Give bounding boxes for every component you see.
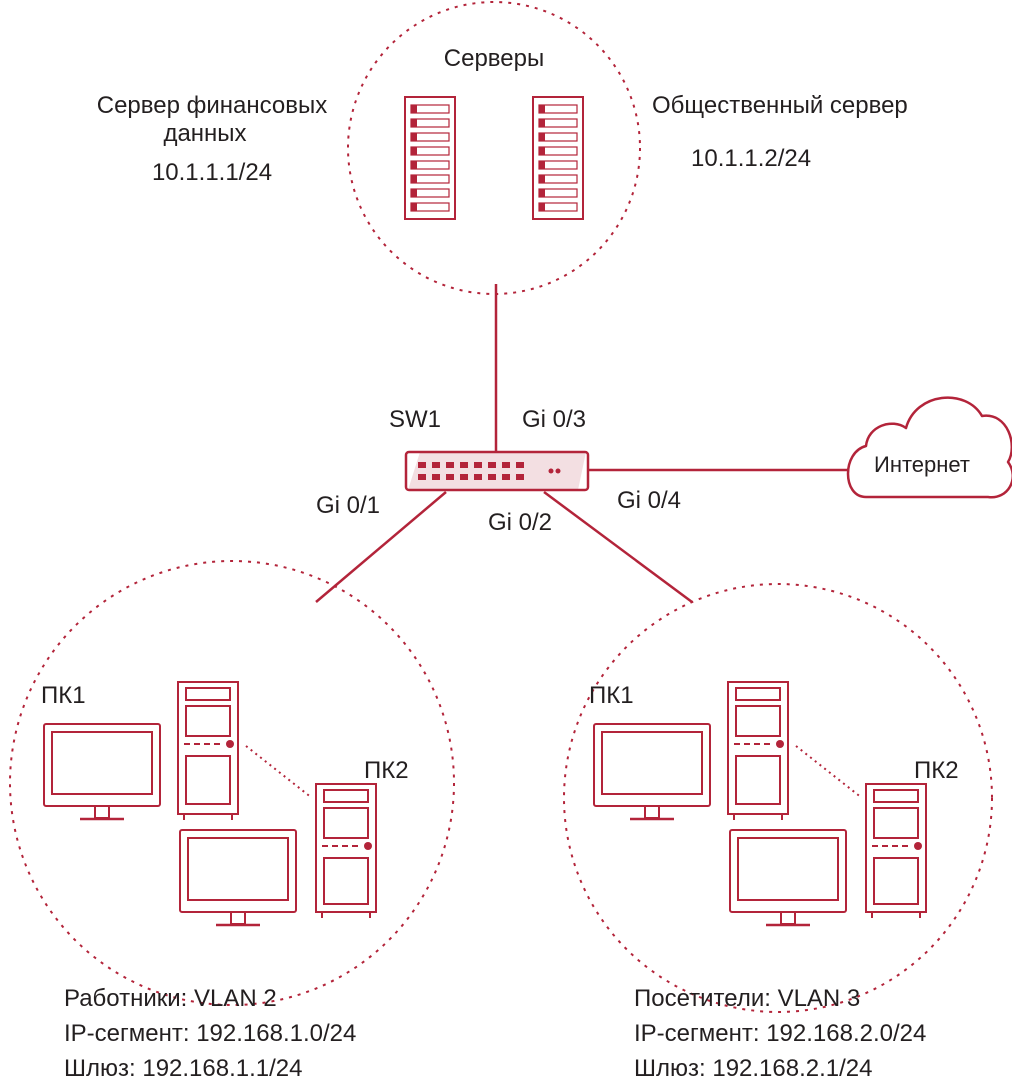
finance-server-name-line2: данных [163, 120, 246, 147]
workers-zone [9, 560, 455, 1006]
port-gi04-label: Gi 0/4 [617, 487, 681, 514]
visitors-pc1-tower-icon [727, 681, 789, 821]
switch-name: SW1 [389, 406, 441, 433]
workers-pc2-monitor-icon [178, 828, 298, 927]
servers-title: Серверы [444, 45, 544, 72]
servers-zone [347, 1, 641, 295]
workers-connector [245, 745, 313, 799]
visitors-pc1-label: ПК1 [589, 682, 634, 709]
visitors-pc2-tower-icon [865, 783, 927, 919]
visitors-connector [795, 745, 863, 799]
workers-pc2-label: ПК2 [364, 757, 409, 784]
visitors-pc2-label: ПК2 [914, 757, 959, 784]
workers-gateway: Шлюз: 192.168.1.1/24 [64, 1055, 303, 1082]
workers-vlan-name: Работники: VLAN 2 [64, 985, 277, 1012]
internet-label: Интернет [874, 452, 970, 477]
workers-pc1-monitor-icon [42, 722, 162, 821]
workers-pc1-tower-icon [177, 681, 239, 821]
public-server-name: Общественный сервер [652, 92, 908, 119]
finance-server-icon [404, 96, 456, 220]
public-server-ip: 10.1.1.2/24 [691, 145, 811, 172]
visitors-ip-segment: IP-сегмент: 192.168.2.0/24 [634, 1020, 926, 1047]
visitors-zone [563, 583, 993, 1013]
workers-ip-segment: IP-сегмент: 192.168.1.0/24 [64, 1020, 356, 1047]
workers-pc2-tower-icon [315, 783, 377, 919]
workers-pc1-label: ПК1 [41, 682, 86, 709]
visitors-vlan-name: Посетители: VLAN 3 [634, 985, 860, 1012]
switch-icon [404, 450, 590, 492]
visitors-pc2-monitor-icon [728, 828, 848, 927]
port-gi02-label: Gi 0/2 [488, 509, 552, 536]
internet-cloud-icon [846, 396, 1012, 499]
visitors-pc1-monitor-icon [592, 722, 712, 821]
visitors-gateway: Шлюз: 192.168.2.1/24 [634, 1055, 873, 1082]
link-switch-workers [315, 491, 447, 603]
finance-server-name-line1: Сервер финансовых [97, 92, 328, 119]
port-gi01-label: Gi 0/1 [316, 492, 380, 519]
public-server-icon [532, 96, 584, 220]
finance-server-ip: 10.1.1.1/24 [152, 159, 272, 186]
port-gi03-label: Gi 0/3 [522, 406, 586, 433]
link-switch-visitors [543, 490, 693, 604]
